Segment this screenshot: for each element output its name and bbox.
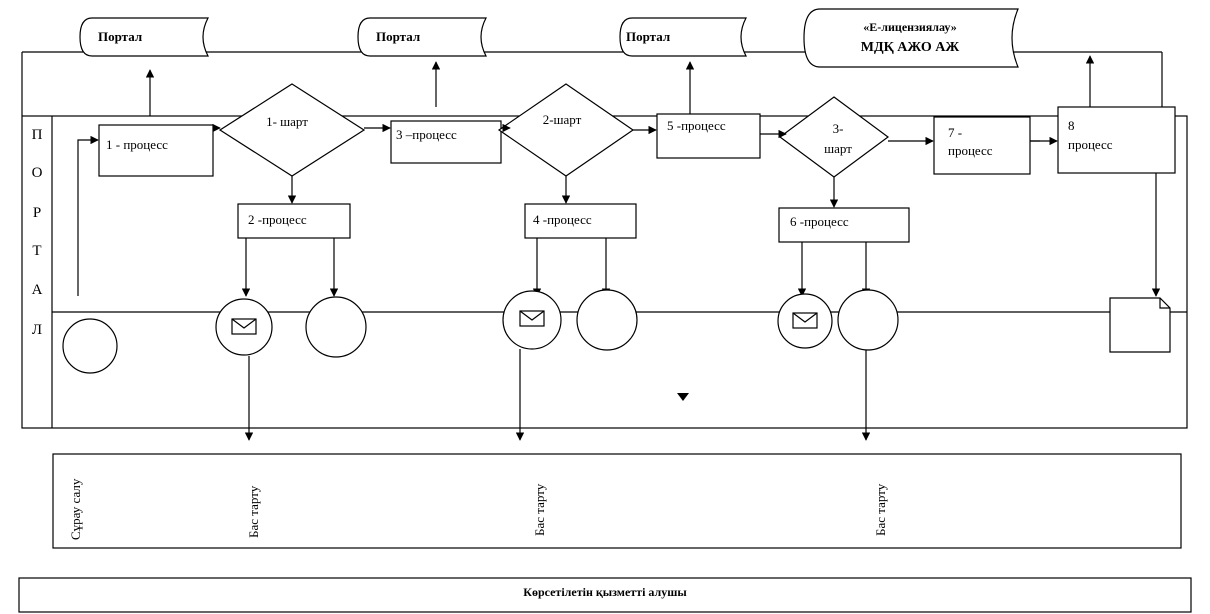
refusal-label-3: Бас тарту [873,483,888,536]
process-8-box: 8 процесс [1057,106,1176,174]
process-2-label: 2 -процесс [248,212,307,227]
portal-database-icon-1: Портал [79,17,209,57]
envelope-icon [231,318,257,335]
edb-label-line1: «Е-лицензиялау» [863,20,956,34]
portal-database-icon-2: Портал [357,17,487,57]
lane-letter-1: П [32,127,43,143]
process-4-label: 4 -процесс [533,212,592,227]
end-event-circle-3 [837,289,899,351]
lane-letter-2: О [32,165,43,181]
condition-3-label-line1: 3- [833,121,844,136]
envelope-icon [792,312,818,329]
portal-label-2: Портал [376,29,420,44]
process-8-label-line2: процесс [1068,137,1113,152]
condition-3-diamond: 3- шарт [778,96,890,178]
edb-label-line2: МДҚ АЖО АЖ [861,40,960,55]
lane-letter-6: Л [32,322,42,338]
process-6-box: 6 -процесс [778,207,910,243]
portal-label-3: Портал [626,29,670,44]
refusal-label-2: Бас тарту [532,483,547,536]
condition-2-label: 2-шарт [543,112,582,127]
lane-letter-5: А [32,282,43,298]
process-6-label: 6 -процесс [790,214,849,229]
process-7-label-line1: 7 - [948,125,962,140]
request-send-label: Сұрау салу [68,478,83,540]
recipient-lane-frame [52,453,1182,549]
process-8-label-line1: 8 [1068,118,1075,133]
condition-3-label-line2: шарт [824,141,852,156]
lane-letter-3: Р [33,205,41,221]
recipient-title-box [18,577,1192,613]
process-1-label: 1 - процесс [106,137,168,152]
recipient-title: Көрсетілетін қызметті алушы [523,585,687,599]
process-5-box: 5 -процесс [656,113,761,159]
process-3-label: 3 –процесс [396,127,457,142]
message-event-3 [777,293,833,349]
envelope-icon [519,310,545,327]
condition-1-label: 1- шарт [266,114,308,129]
end-event-circle-1 [305,296,367,358]
document-icon [1109,297,1171,353]
process-7-label-line2: процесс [948,143,993,158]
process-2-box: 2 -процесс [237,203,351,239]
end-event-circle-2 [576,289,638,351]
edb-database-icon: «Е-лицензиялау» МДҚ АЖО АЖ [803,8,1019,68]
portal-database-icon-3: Портал [619,17,747,57]
process-7-box: 7 - процесс [933,116,1031,175]
process-4-box: 4 -процесс [524,203,637,239]
process-1-box: 1 - процесс [98,124,214,177]
message-event-1 [215,298,273,356]
refusal-label-1: Бас тарту [246,485,261,538]
condition-2-diamond: 2-шарт [497,83,635,177]
process-3-box: 3 –процесс [390,120,502,164]
lane-letter-4: Т [32,243,41,259]
start-event-circle [62,318,118,374]
process-5-label: 5 -процесс [667,118,726,133]
portal-label-1: Портал [98,29,142,44]
arrow-start-to-p1 [77,135,99,296]
condition-1-diamond: 1- шарт [218,83,366,177]
arrow-down-icon [677,393,689,401]
message-event-2 [502,290,562,350]
